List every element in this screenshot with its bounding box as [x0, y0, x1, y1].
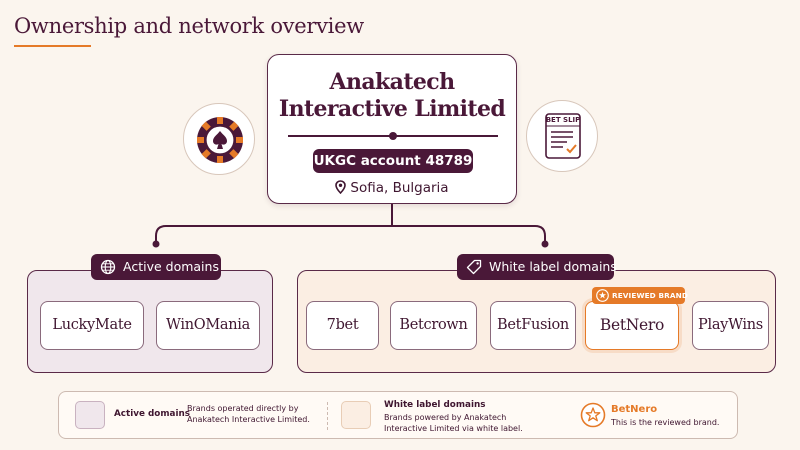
legend-white-desc-line1: Brands powered by Anakatech [384, 413, 507, 422]
brand-betcrown: Betcrown [390, 301, 477, 350]
brand-winomania: WinOMania [156, 301, 260, 350]
brand-betfusion: BetFusion [490, 301, 576, 350]
active-domains-header: Active domains [91, 254, 221, 280]
brand-luckymate: LuckyMate [40, 301, 144, 350]
card-divider-dot [389, 132, 397, 140]
white-label-header: White label domains [457, 254, 617, 280]
legend-active-label: Active domains [114, 409, 190, 419]
legend-reviewed-desc: This is the reviewed brand. [611, 418, 720, 427]
connector-dot-right [541, 240, 549, 248]
legend-white-desc: Brands powered by Anakatech Interactive … [384, 412, 523, 434]
chip-graphic [197, 117, 243, 163]
bet-slip-icon: BET SLIP [526, 100, 598, 172]
legend-active-desc-line2: Anakatech Interactive Limited. [187, 415, 310, 424]
legend-separator [327, 402, 328, 430]
company-name: Anakatech Interactive Limited [268, 69, 516, 123]
connector-branch [155, 225, 546, 243]
tag-icon [466, 259, 482, 275]
bet-slip-graphic [545, 113, 581, 159]
account-badge: UKGC account 48789 [313, 149, 473, 173]
brand-playwins: PlayWins [692, 301, 769, 350]
legend-swatch-active [75, 401, 105, 429]
star-icon [596, 289, 609, 302]
location-pin-icon [335, 180, 347, 194]
legend-white-label: White label domains [384, 400, 486, 410]
legend-white-desc-line2: Interactive Limited via white label. [384, 424, 523, 433]
legend: Active domains Brands operated directly … [58, 391, 738, 439]
legend-swatch-white [341, 401, 371, 429]
company-name-line1: Anakatech [329, 69, 456, 95]
company-name-line2: Interactive Limited [278, 96, 506, 122]
legend-active-desc-line1: Brands operated directly by [187, 404, 299, 413]
connector-dot-left [152, 240, 160, 248]
reviewed-badge-text: REVIEWED BRAND [612, 291, 688, 300]
globe-icon [100, 259, 116, 275]
legend-reviewed-label: BetNero [611, 404, 658, 415]
brand-7bet: 7bet [306, 301, 379, 350]
bet-slip-label: BET SLIP [545, 116, 581, 124]
active-domains-label: Active domains [123, 259, 219, 274]
company-card: Anakatech Interactive Limited UKGC accou… [267, 54, 517, 204]
reviewed-brand-badge: REVIEWED BRAND [592, 287, 688, 304]
legend-active-desc: Brands operated directly by Anakatech In… [187, 403, 310, 425]
casino-chip-icon [183, 103, 255, 175]
white-label-label: White label domains [489, 259, 617, 274]
location-text: Sofia, Bulgaria [350, 180, 449, 196]
page-title: Ownership and network overview [14, 14, 364, 38]
brand-betnero: BetNero [585, 301, 679, 350]
company-location: Sofia, Bulgaria [268, 180, 516, 196]
title-underline [14, 45, 91, 47]
legend-star-icon [580, 402, 606, 428]
